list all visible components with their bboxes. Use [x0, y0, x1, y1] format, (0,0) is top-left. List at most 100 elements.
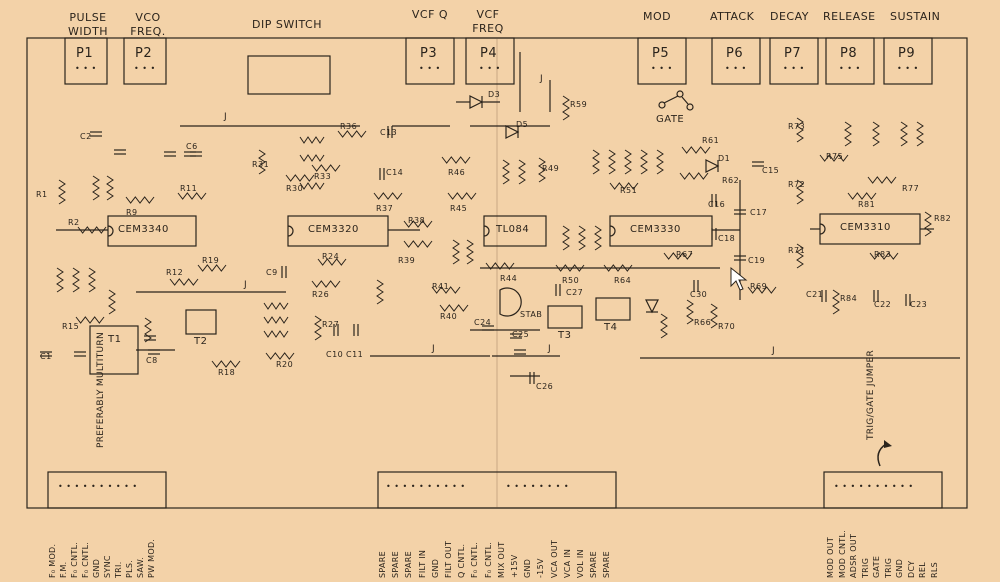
resistor-symbol: [263, 330, 289, 338]
pin-label-mid-16: SPARE: [589, 551, 599, 578]
connector-mid-pins: • • • • • • • • • •: [386, 482, 466, 491]
capacitor-label-c25: C25: [512, 330, 530, 339]
resistor-label-r45: R45: [450, 204, 468, 213]
resistor-symbol: [924, 211, 932, 237]
resistors-group: [56, 95, 932, 368]
resistor-label-r27: R27: [322, 320, 340, 329]
pin-label-mid-17: SPARE: [602, 551, 612, 578]
diodes: [456, 95, 720, 314]
capacitor-symbol: [281, 266, 287, 278]
resistor-symbol: [299, 154, 325, 162]
resistor-symbol: [518, 159, 526, 185]
connector-mid: [377, 471, 617, 509]
resistor-symbol: [819, 154, 849, 162]
pot-pins: • • •: [419, 64, 441, 73]
resistor-symbol: [681, 146, 711, 154]
resistor-symbol: [916, 121, 924, 147]
resistor-label-r19: R19: [202, 256, 220, 265]
label-vco-freq: VCO FREQ.: [130, 11, 166, 38]
resistor-symbol: [299, 136, 325, 144]
resistor-label-r46: R46: [448, 168, 466, 177]
diode-d3-symbol: [469, 95, 484, 109]
resistor-symbol: [337, 130, 367, 138]
mouse-cursor-icon: [730, 266, 748, 291]
capacitor-symbol: [821, 290, 827, 302]
resistor-symbol: [373, 192, 403, 200]
resistor-symbol: [441, 156, 471, 164]
resistor-symbol: [447, 192, 477, 200]
resistor-symbol: [608, 149, 616, 175]
resistor-symbol: [538, 157, 546, 183]
diode-d1-symbol: [705, 159, 720, 173]
capacitor-label-c1: C1: [40, 352, 52, 361]
connector-mid-pins: • • • • • • • •: [506, 482, 570, 491]
resistor-symbol: [197, 264, 227, 272]
pin-label-right-8: REL: [918, 562, 927, 578]
resistor-label-r15: R15: [62, 322, 80, 331]
arrow-head-icon: [884, 440, 892, 448]
label-sustain: SUSTAIN: [890, 10, 941, 23]
resistor-symbol: [452, 239, 460, 265]
resistor-symbol: [265, 352, 295, 360]
resistor-symbol: [796, 243, 804, 269]
pin-label-right-3: TRIG: [860, 557, 870, 578]
pin-label-right-6: GND: [895, 558, 904, 578]
pot-pins: • • •: [725, 64, 747, 73]
resistor-symbol: [867, 176, 897, 184]
pot-label-p5: P5: [652, 46, 670, 61]
ic-cem3340-label: CEM3340: [118, 224, 169, 235]
capacitor-symbol: [144, 335, 156, 341]
capacitor-label-c10: C10: [326, 350, 344, 359]
pin-label-mid-14: VCA IN: [562, 548, 572, 578]
capacitor-symbol: [693, 280, 699, 292]
pot-pins: • • •: [897, 64, 919, 73]
resistor-symbol: [872, 121, 880, 147]
stab-regulator: [499, 287, 522, 317]
resistor-label-r62: R62: [722, 176, 740, 185]
resistor-symbol: [77, 226, 107, 234]
capacitor-symbol: [734, 209, 746, 215]
ic-cem3310-label: CEM3310: [840, 222, 891, 233]
resistor-symbol: [832, 289, 840, 315]
diode-d3-label: D3: [488, 90, 501, 99]
resistor-label-r69: R69: [750, 282, 768, 291]
resistor-label-r71: R71: [788, 246, 806, 255]
pot-label-p1: P1: [76, 46, 94, 61]
resistor-symbol: [285, 174, 315, 182]
resistor-label-r9: R9: [126, 208, 138, 217]
pin-label-right-7: DCY: [906, 560, 916, 578]
t2-label: T2: [194, 336, 208, 347]
diode-d5-label: D5: [516, 120, 529, 129]
resistor-symbol: [660, 313, 668, 339]
resistor-symbol: [624, 149, 632, 175]
trimmer-t2: [185, 309, 217, 335]
pin-label-mid-6: Q CNTL.: [457, 543, 467, 578]
pin-label-mid-5: FILT OUT: [444, 540, 453, 578]
jumper-label: J: [772, 346, 776, 356]
pot-label-p9: P9: [898, 46, 916, 61]
resistor-label-r73: R73: [788, 122, 806, 131]
resistor-symbol: [108, 289, 116, 315]
resistor-symbol: [403, 240, 433, 248]
capacitor-label-c26: C26: [536, 382, 554, 391]
capacitor-symbol: [905, 294, 911, 306]
gate-label: GATE: [656, 114, 685, 125]
diode-d1-label: D1: [718, 154, 731, 163]
pin-label-mid-15: VOL IN: [576, 549, 585, 578]
pin-label-mid-9: MIX OUT: [496, 541, 506, 578]
resistor-label-r66: R66: [694, 318, 712, 327]
pin-label-mid-0: SPARE: [378, 551, 387, 578]
resistor-symbol: [169, 278, 199, 286]
resistor-symbol: [562, 225, 570, 251]
pot-pins: • • •: [134, 64, 156, 73]
resistor-symbol: [686, 299, 694, 325]
pot-label-p3: P3: [420, 46, 438, 61]
resistor-symbol: [466, 239, 474, 265]
pin-label-right-0: MOD OUT: [826, 536, 835, 578]
jumper-label: J: [548, 344, 552, 354]
resistor-symbol: [747, 286, 777, 294]
ic-cem3340: [107, 215, 197, 247]
pot-p6: [711, 37, 761, 85]
resistor-label-r20: R20: [276, 360, 294, 369]
capacitor-label-c18: C18: [718, 234, 736, 243]
